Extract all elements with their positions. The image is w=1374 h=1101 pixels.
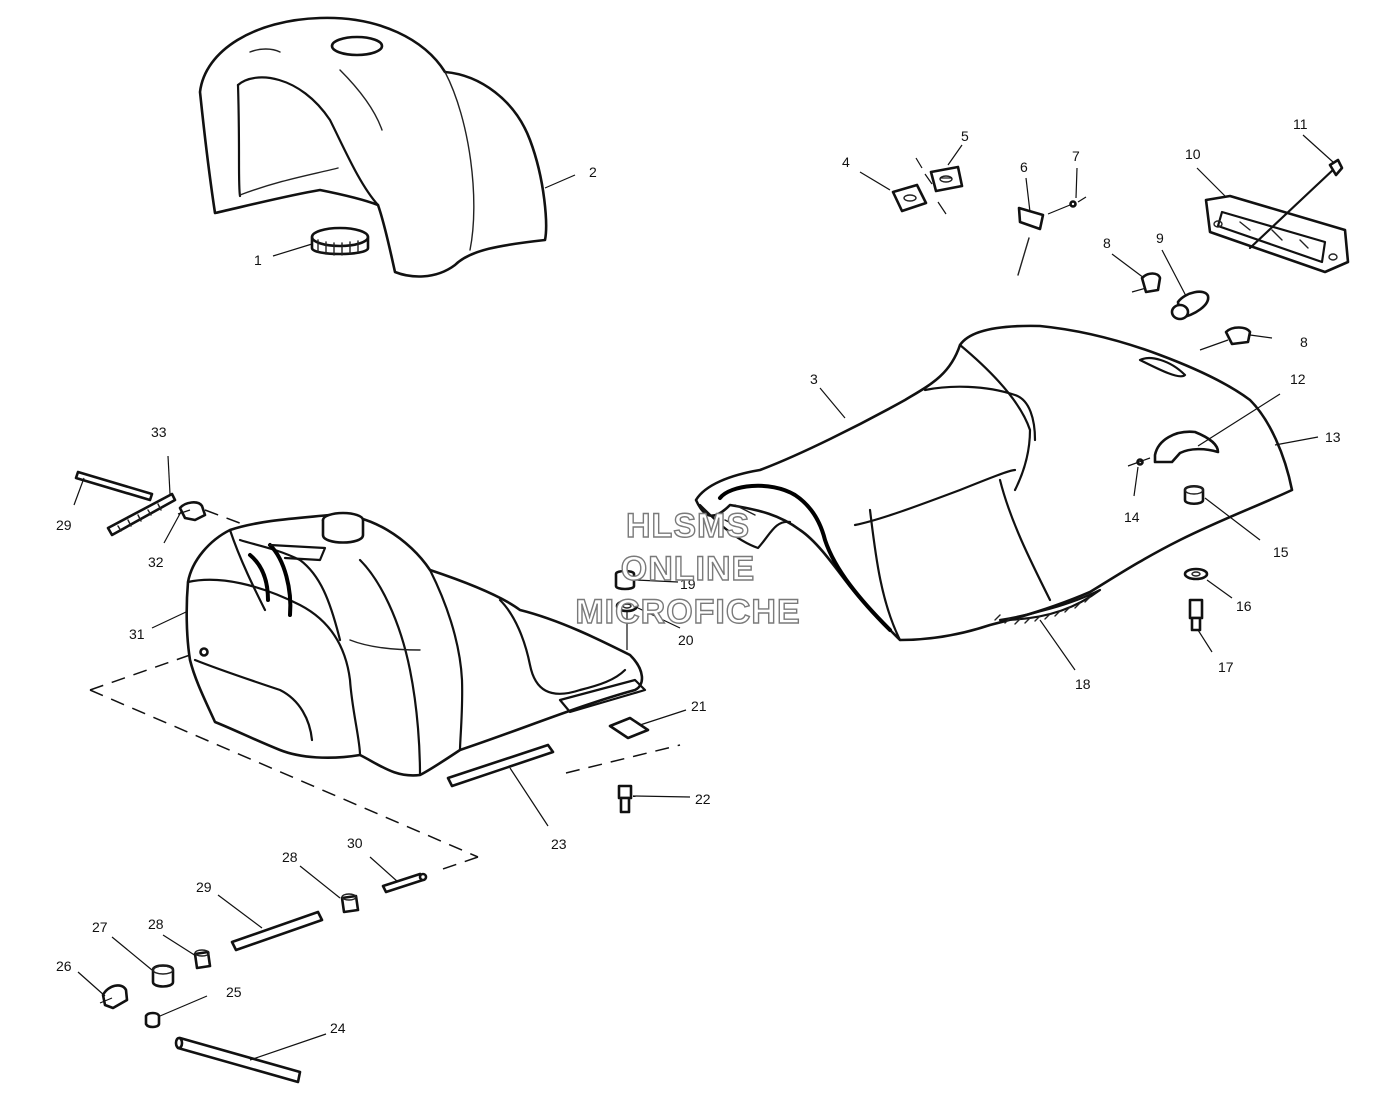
callout-28b: 28 bbox=[282, 849, 298, 865]
tank-cover-part bbox=[198, 16, 548, 278]
watermark-line-2: ONLINE bbox=[621, 550, 755, 588]
callout-17: 17 bbox=[1218, 659, 1234, 675]
watermark-line-3: MICROFICHE bbox=[575, 593, 800, 631]
seat-part bbox=[694, 324, 1294, 642]
callout-8a: 8 bbox=[1103, 235, 1111, 251]
callout-19: 19 bbox=[680, 576, 696, 592]
callout-leaders bbox=[73, 134, 1334, 1061]
hardware-group-lower-left bbox=[74, 470, 479, 1084]
callout-25: 25 bbox=[226, 984, 242, 1000]
callout-12: 12 bbox=[1290, 371, 1306, 387]
callout-26: 26 bbox=[56, 958, 72, 974]
callout-22: 22 bbox=[695, 791, 711, 807]
callout-15: 15 bbox=[1273, 544, 1289, 560]
callout-23: 23 bbox=[551, 836, 567, 852]
callout-32: 32 bbox=[148, 554, 164, 570]
callout-9: 9 bbox=[1156, 230, 1164, 246]
callout-7: 7 bbox=[1072, 148, 1080, 164]
hardware-group-top-right bbox=[891, 157, 1350, 351]
callout-24: 24 bbox=[330, 1020, 346, 1036]
callout-labels: 1 2 3 4 5 6 7 8 8 9 10 11 12 13 14 15 16… bbox=[56, 116, 1341, 1036]
callout-14: 14 bbox=[1124, 509, 1140, 525]
callout-18: 18 bbox=[1075, 676, 1091, 692]
callout-30: 30 bbox=[347, 835, 363, 851]
callout-28a: 28 bbox=[148, 916, 164, 932]
callout-6: 6 bbox=[1020, 159, 1028, 175]
fuel-cap-part bbox=[310, 226, 370, 256]
hardware-group-right bbox=[1127, 457, 1209, 632]
seat-bracket-part bbox=[1153, 430, 1220, 464]
callout-31: 31 bbox=[129, 626, 145, 642]
callout-3: 3 bbox=[810, 371, 818, 387]
callout-29b: 29 bbox=[196, 879, 212, 895]
callout-20: 20 bbox=[678, 632, 694, 648]
fuel-tank-part bbox=[185, 511, 647, 777]
callout-10: 10 bbox=[1185, 146, 1201, 162]
callout-5: 5 bbox=[961, 128, 969, 144]
callout-21: 21 bbox=[691, 698, 707, 714]
callout-2: 2 bbox=[589, 164, 597, 180]
callout-13: 13 bbox=[1325, 429, 1341, 445]
callout-11: 11 bbox=[1293, 116, 1308, 132]
callout-33: 33 bbox=[151, 424, 167, 440]
callout-1: 1 bbox=[254, 252, 262, 268]
callout-29a: 29 bbox=[56, 517, 72, 533]
callout-27: 27 bbox=[92, 919, 108, 935]
callout-4: 4 bbox=[842, 154, 850, 170]
watermark: HLSMS ONLINE MICROFICHE bbox=[575, 506, 801, 631]
callout-8b: 8 bbox=[1300, 334, 1308, 350]
callout-16: 16 bbox=[1236, 598, 1252, 614]
hardware-group-middle bbox=[446, 569, 681, 814]
watermark-line-1: HLSMS bbox=[626, 507, 750, 545]
